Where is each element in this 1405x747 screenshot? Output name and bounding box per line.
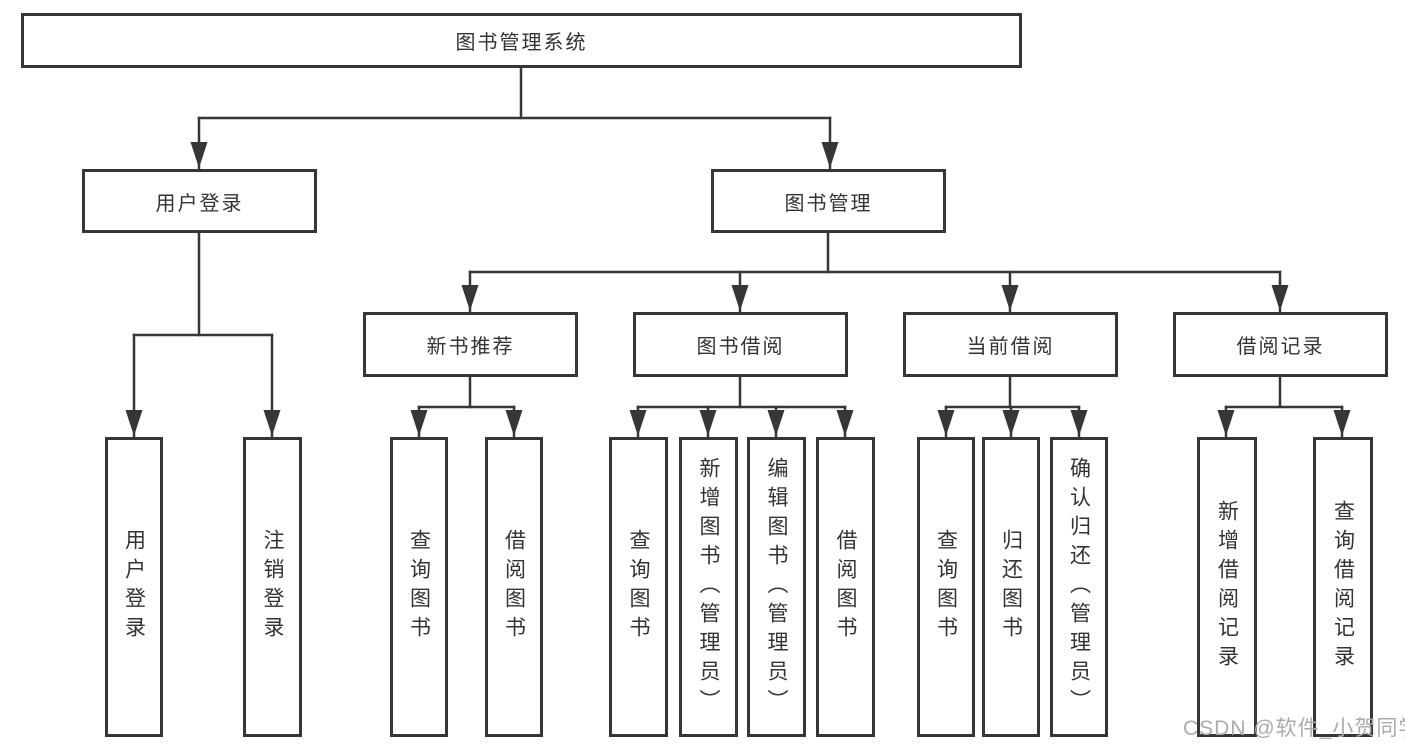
node-new-book-recommend: 新书推荐 [363, 312, 578, 377]
leaf-user-login: 用户登录 [105, 437, 163, 737]
leaf-recommend-query-books: 查询图书 [390, 437, 448, 737]
leaf-records-query-record-label: 查询借阅记录 [1331, 500, 1355, 674]
leaf-current-return-books: 归还图书 [982, 437, 1040, 737]
leaf-logout-label: 注销登录 [261, 529, 284, 645]
node-user-login: 用户登录 [82, 169, 317, 233]
node-root-label: 图书管理系统 [455, 32, 588, 54]
leaf-records-add-record: 新增借阅记录 [1197, 437, 1257, 737]
node-root: 图书管理系统 [21, 13, 1022, 68]
node-user-login-label: 用户登录 [155, 192, 244, 215]
node-current-borrow-label: 当前借阅 [966, 336, 1055, 358]
leaf-current-confirm-return-admin-label: 确认归还（管理员） [1067, 456, 1091, 718]
leaf-recommend-borrow-books: 借阅图书 [485, 437, 543, 737]
leaf-user-login-label: 用户登录 [122, 529, 146, 645]
leaf-recommend-borrow-books-label: 借阅图书 [502, 529, 526, 645]
leaf-records-query-record: 查询借阅记录 [1313, 437, 1373, 737]
node-book-borrow: 图书借阅 [633, 312, 848, 377]
leaf-borrow-query-books: 查询图书 [609, 437, 668, 737]
node-book-management-label: 图书管理 [784, 192, 873, 215]
leaf-borrow-edit-books-admin-label: 编辑图书（管理员） [765, 456, 788, 718]
leaf-borrow-add-books-admin-label: 新增图书（管理员） [697, 456, 720, 718]
leaf-borrow-query-books-label: 查询图书 [627, 529, 650, 645]
csdn-watermark: CSDN @软件_小贺同学 [1183, 717, 1405, 740]
leaf-borrow-borrow-books: 借阅图书 [816, 437, 875, 737]
leaf-current-return-books-label: 归还图书 [999, 529, 1023, 645]
leaf-current-query-books: 查询图书 [917, 437, 975, 737]
node-book-management: 图书管理 [711, 169, 946, 233]
leaf-borrow-edit-books-admin: 编辑图书（管理员） [747, 437, 806, 737]
leaf-current-confirm-return-admin: 确认归还（管理员） [1050, 437, 1108, 737]
leaf-current-query-books-label: 查询图书 [934, 529, 958, 645]
leaf-logout: 注销登录 [243, 437, 302, 737]
leaf-borrow-borrow-books-label: 借阅图书 [834, 529, 857, 645]
leaf-recommend-query-books-label: 查询图书 [407, 529, 431, 645]
node-current-borrow: 当前借阅 [903, 312, 1118, 377]
node-borrow-records: 借阅记录 [1173, 312, 1388, 377]
node-new-book-recommend-label: 新书推荐 [426, 336, 515, 358]
node-borrow-records-label: 借阅记录 [1236, 336, 1325, 358]
leaf-borrow-add-books-admin: 新增图书（管理员） [679, 437, 738, 737]
leaf-records-add-record-label: 新增借阅记录 [1215, 500, 1239, 674]
node-book-borrow-label: 图书借阅 [696, 336, 785, 358]
